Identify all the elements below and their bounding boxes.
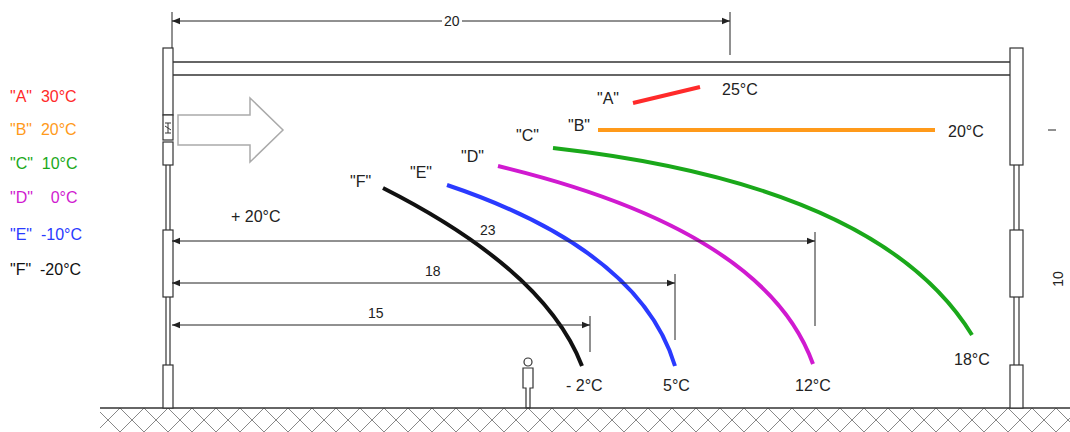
temperature-label: "A" bbox=[597, 91, 619, 107]
legend-text: "A" 30°C bbox=[10, 88, 77, 105]
legend-text: "F" -20°C bbox=[10, 261, 81, 278]
legend-entry: "F" -20°C bbox=[10, 262, 81, 278]
legend-entry: "C" 10°C bbox=[10, 156, 78, 172]
dimension-label: 15 bbox=[366, 306, 386, 320]
temperature-label: 18°C bbox=[954, 352, 990, 368]
legend-entry: "B" 20°C bbox=[10, 122, 77, 138]
legend-text: "C" 10°C bbox=[10, 155, 78, 172]
temperature-label: 20°C bbox=[948, 124, 984, 140]
legend-entry: "E" -10°C bbox=[10, 227, 82, 243]
legend-text: "D" 0°C bbox=[10, 189, 78, 206]
temperature-label: - 2°C bbox=[566, 378, 603, 394]
legend-text: "B" 20°C bbox=[10, 121, 77, 138]
temperature-label: 5°C bbox=[663, 378, 690, 394]
temperature-label: "B" bbox=[568, 118, 590, 134]
dimension-label: 10 bbox=[1051, 269, 1065, 289]
temperature-label: + 20°C bbox=[231, 209, 281, 225]
dimension-label: 20 bbox=[442, 14, 462, 28]
temperature-label: "F" bbox=[350, 174, 371, 190]
dimension-label: 23 bbox=[478, 223, 498, 237]
temperature-label: "D" bbox=[461, 149, 484, 165]
legend-text: "E" -10°C bbox=[10, 226, 82, 243]
temperature-label: 25°C bbox=[722, 82, 758, 98]
legend-entry: "D" 0°C bbox=[10, 190, 78, 206]
legend-entry: "A" 30°C bbox=[10, 89, 77, 105]
temperature-label: "C" bbox=[516, 128, 539, 144]
temperature-label: "E" bbox=[410, 165, 432, 181]
dimension-label: 18 bbox=[423, 264, 443, 278]
temperature-label: 12°C bbox=[795, 378, 831, 394]
